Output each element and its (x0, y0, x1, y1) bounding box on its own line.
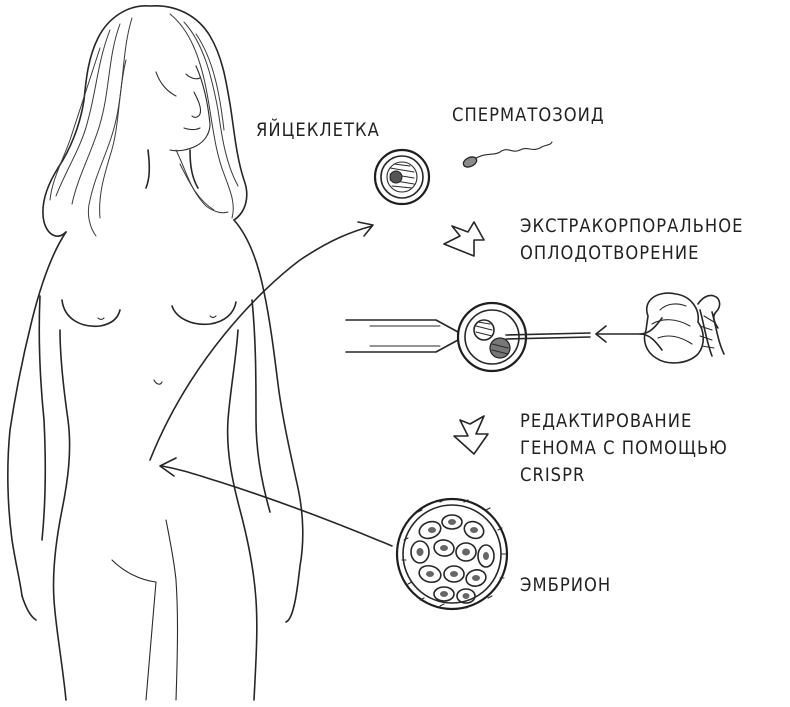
woman-figure (7, 5, 304, 701)
ivf-label-line2: ОПЛОДОТВОРЕНИЕ (520, 242, 700, 264)
ivf-micromanipulation (345, 301, 663, 373)
embryo-label: ЭМБРИОН (520, 574, 612, 596)
embryo-icon (395, 497, 509, 611)
crispr-complex-icon (643, 292, 725, 364)
sperm-label: СПЕРМАТОЗОИД (452, 104, 605, 126)
egg-cell-icon (373, 148, 431, 206)
down-arrow-icon (443, 221, 485, 257)
editing-label-line1: РЕДАКТИРОВАНИЕ (520, 410, 693, 432)
editing-label-line2: ГЕНОМА С ПОМОЩЬЮ (520, 437, 728, 459)
ivf-label-line1: ЭКСТРАКОРПОРАЛЬНОЕ (520, 215, 744, 237)
editing-label-line3: CRISPR (520, 464, 586, 486)
sperm-icon (462, 141, 553, 168)
arrow-embryo-to-body (159, 457, 393, 547)
egg-label: ЯЙЦЕКЛЕТКА (256, 119, 380, 141)
down-arrow-icon (453, 415, 489, 455)
arrow-to-egg (149, 221, 374, 461)
